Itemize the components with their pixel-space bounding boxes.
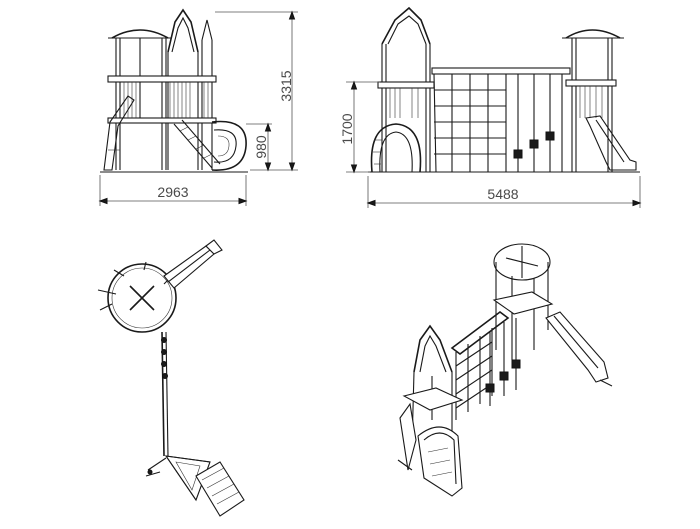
- cargo-net: [433, 73, 507, 173]
- rocket-nose: [413, 324, 453, 373]
- dim-front-deck: 1700: [339, 113, 355, 144]
- weight-block: [545, 131, 555, 141]
- weight-block: [513, 149, 523, 159]
- weight-block: [499, 371, 509, 381]
- ring-climber: [211, 120, 247, 171]
- front-elevation-view: 1700 5488: [339, 6, 642, 208]
- ladder: [195, 461, 245, 517]
- round-deck: [107, 263, 177, 333]
- slide: [545, 311, 609, 383]
- dim-side-height: 3315: [278, 70, 294, 101]
- ring-climber: [417, 426, 463, 497]
- weight-block: [511, 359, 521, 369]
- dim-front-width: 5488: [487, 186, 518, 202]
- rocket-nose: [381, 6, 431, 45]
- dim-side-deck: 980: [253, 135, 269, 159]
- top-plan-view: [97, 239, 245, 517]
- tower-dome: [565, 29, 621, 39]
- deck: [107, 75, 217, 83]
- slide: [103, 95, 135, 171]
- ladder: [173, 119, 221, 169]
- side-elevation-view: 3315 980 2963: [98, 8, 298, 206]
- cargo-net: [455, 328, 493, 420]
- weight-block: [529, 139, 539, 149]
- rocket-nose: [167, 8, 199, 53]
- slide: [585, 115, 637, 171]
- dim-side-width: 2963: [157, 184, 188, 200]
- tower-dome: [111, 29, 169, 39]
- roof-cross: [129, 285, 155, 311]
- isometric-view: [397, 243, 613, 497]
- ring-climber: [370, 123, 422, 173]
